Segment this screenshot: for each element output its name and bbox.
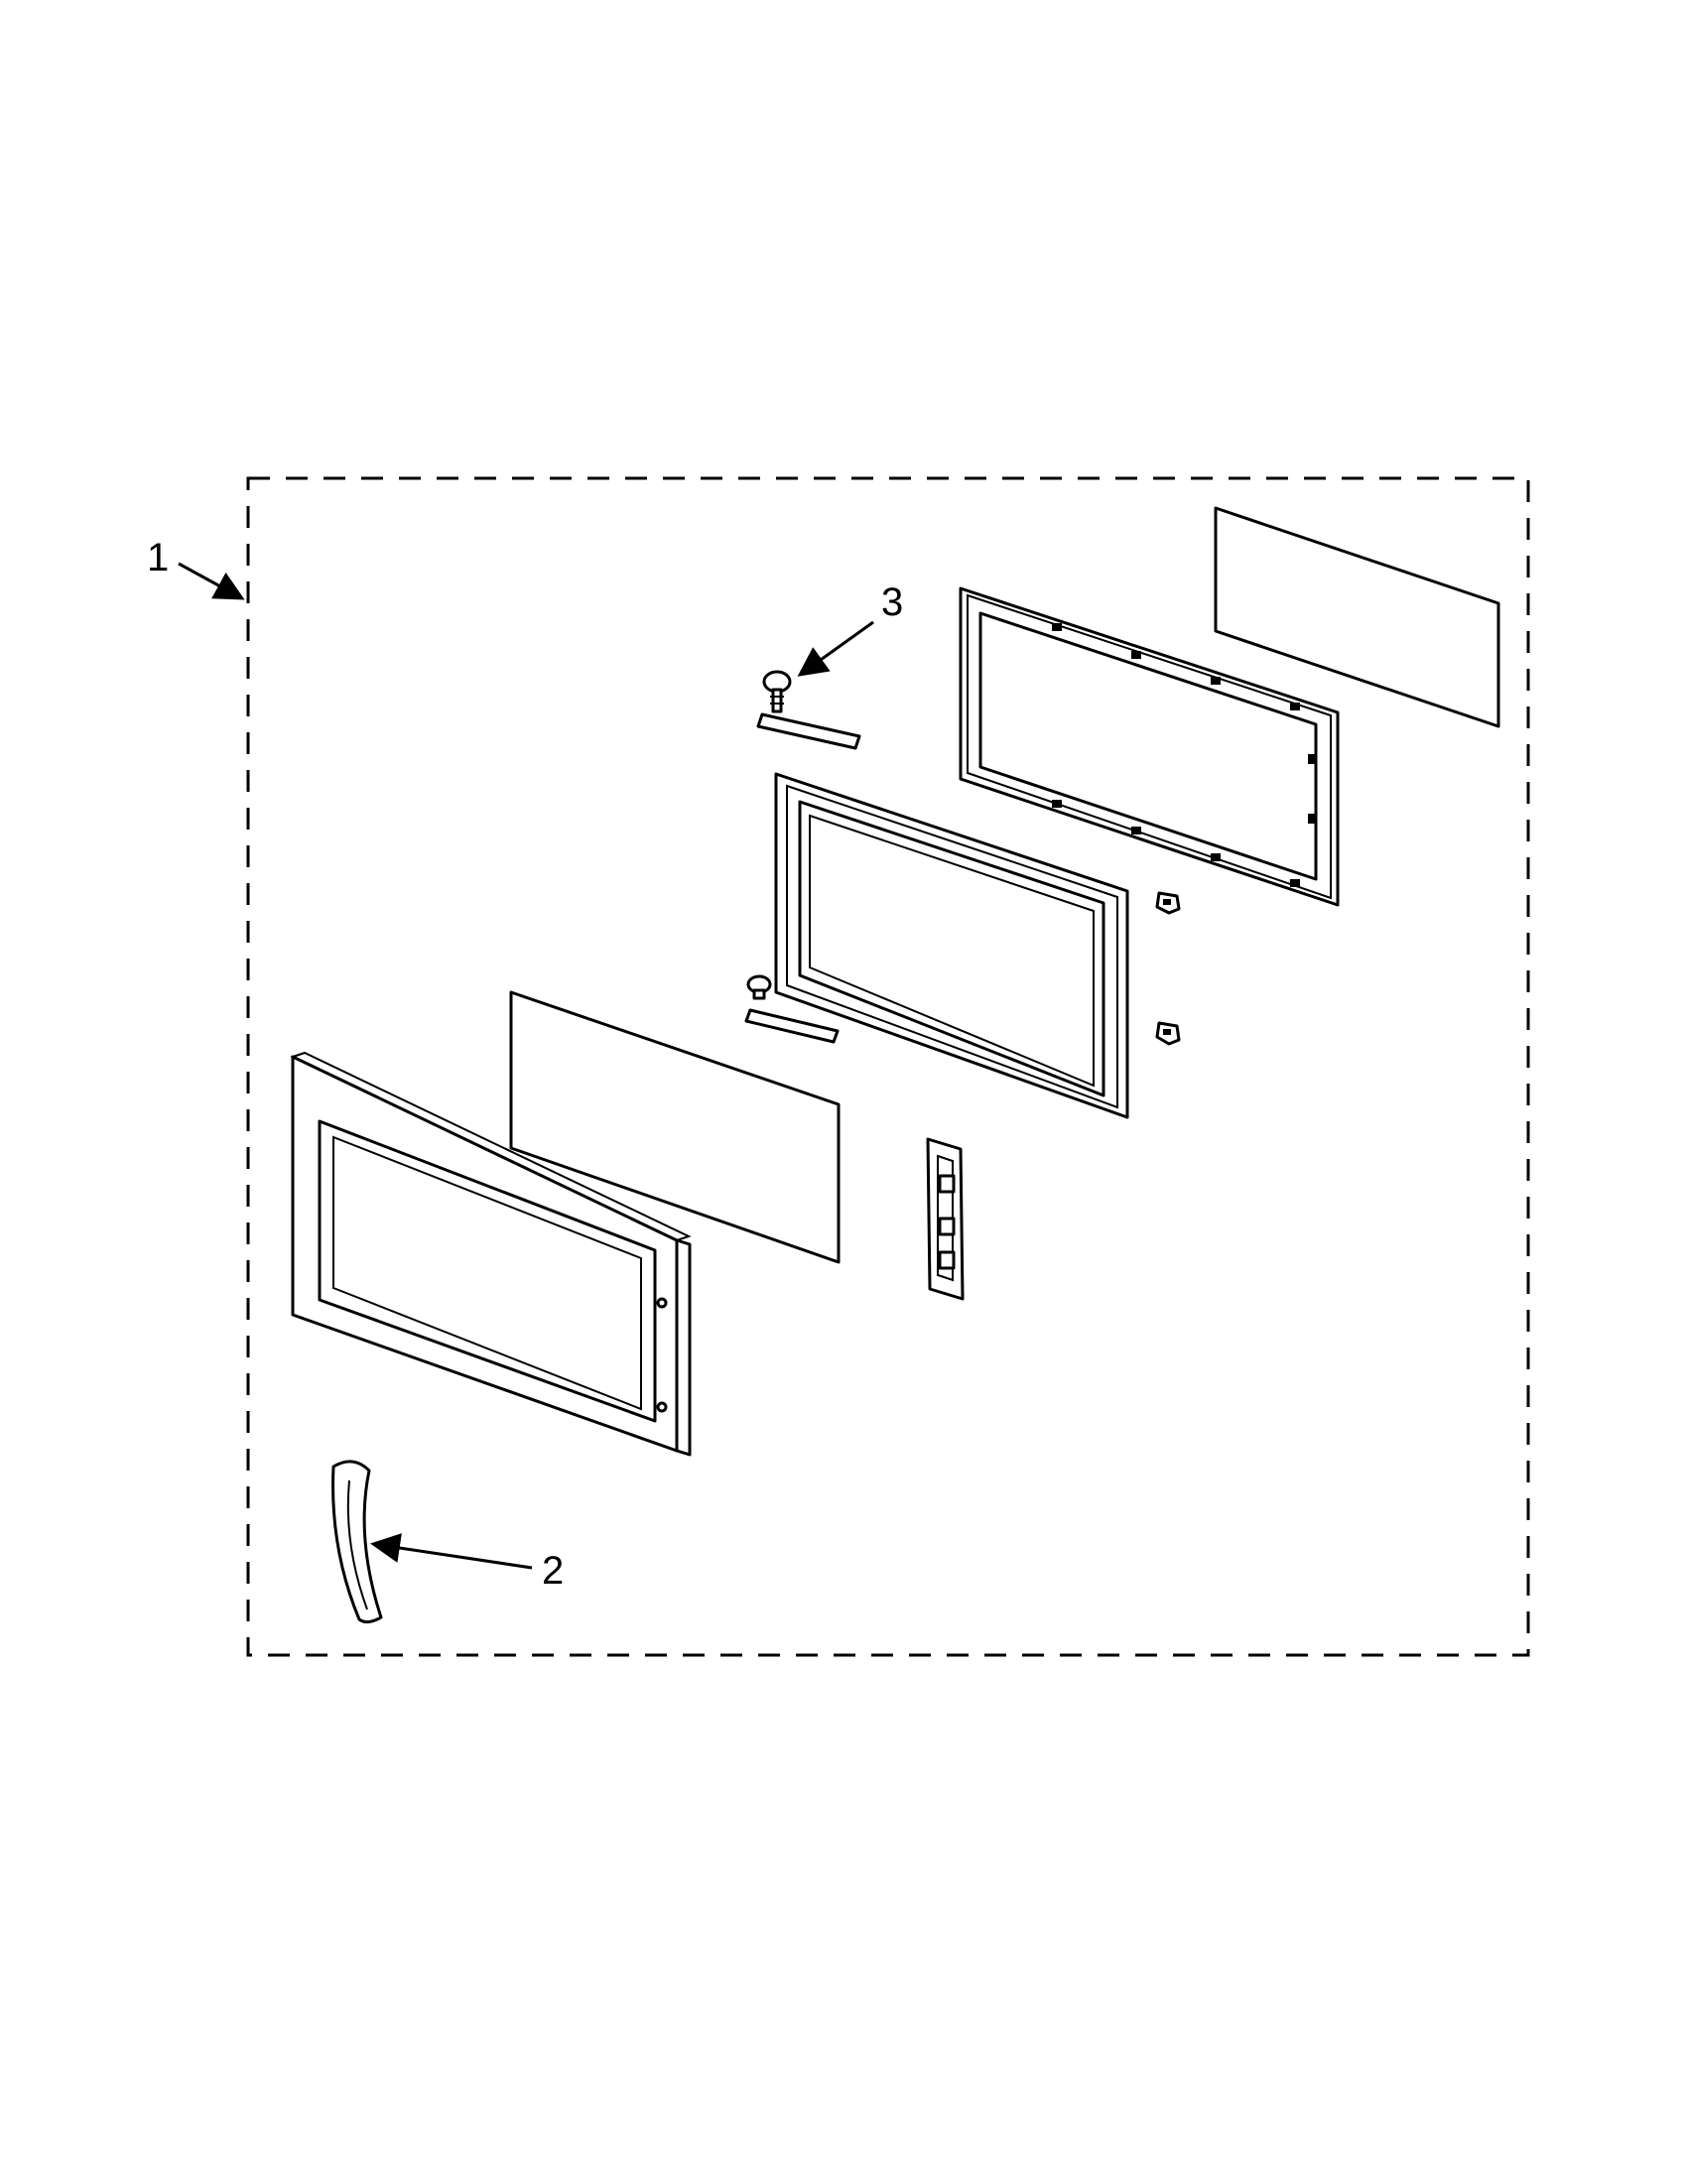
latch-hook-lower — [1155, 1021, 1181, 1046]
latch-hook-upper — [1155, 891, 1181, 915]
door-choke-frame — [959, 586, 1340, 907]
upper-hinge-plate — [756, 712, 861, 750]
latch-assembly — [926, 1137, 965, 1301]
door-handle — [331, 1460, 383, 1624]
inner-door-frame — [774, 772, 1129, 1119]
callout-2: 2 — [542, 1549, 564, 1593]
callout-3-leader — [797, 620, 874, 677]
callout-1: 1 — [147, 536, 169, 579]
door-glass-panel — [509, 990, 841, 1264]
kit-boundary — [246, 476, 1530, 1657]
callout-2-leader — [370, 1533, 533, 1570]
hinge-screw — [762, 670, 792, 713]
outer-door-panel — [290, 1051, 692, 1457]
callout-1-leader — [178, 562, 245, 600]
hinge-pin — [746, 974, 772, 1000]
lower-hinge-plate — [744, 1008, 840, 1044]
rear-glass-panel — [1214, 506, 1500, 728]
callout-3: 3 — [881, 580, 903, 624]
